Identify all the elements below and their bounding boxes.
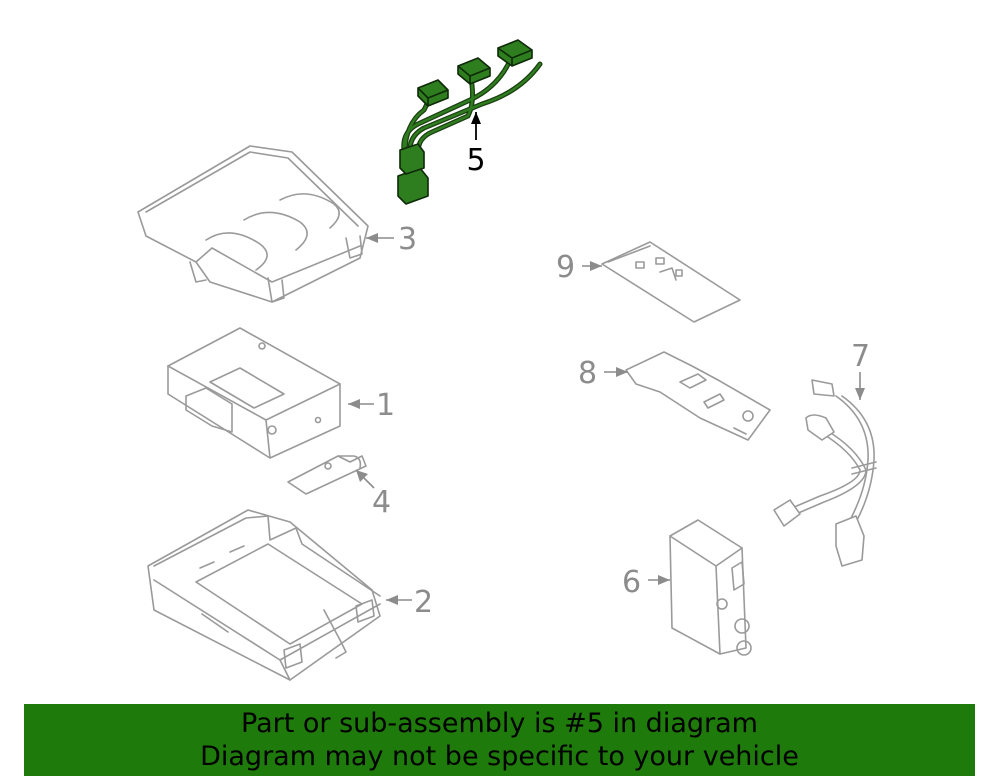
part-4-bracket[interactable] <box>287 455 367 495</box>
callout-6-label: 6 <box>622 565 641 600</box>
banner-line-2: Diagram may not be specific to your vehi… <box>200 741 799 772</box>
parts-diagram: 5 3 9 8 7 1 4 6 2 <box>137 39 877 681</box>
callout-2[interactable]: 2 <box>386 585 433 620</box>
part-3-cover[interactable] <box>137 145 369 303</box>
part-1-control-module[interactable] <box>167 327 341 459</box>
callout-7[interactable]: 7 <box>851 339 870 400</box>
callout-5[interactable]: 5 <box>466 112 486 178</box>
callout-9-label: 9 <box>556 250 575 285</box>
banner-line-1: Part or sub-assembly is #5 in diagram <box>241 708 758 739</box>
part-6-module[interactable] <box>669 519 752 656</box>
callout-8-label: 8 <box>578 356 597 391</box>
callout-3[interactable]: 3 <box>366 222 417 257</box>
callout-9[interactable]: 9 <box>556 250 602 285</box>
callout-1-label: 1 <box>376 388 395 423</box>
callout-8[interactable]: 8 <box>578 356 628 391</box>
part-9-label-plate[interactable] <box>601 241 741 323</box>
callout-5-label: 5 <box>466 143 485 178</box>
callout-7-label: 7 <box>851 339 870 374</box>
part-2-mounting-tray[interactable] <box>147 509 381 681</box>
part-5-wiring-harness[interactable] <box>397 39 543 205</box>
callout-6[interactable]: 6 <box>622 565 670 600</box>
info-banner: Part or sub-assembly is #5 in diagram Di… <box>24 704 975 776</box>
callout-2-label: 2 <box>414 585 433 620</box>
callout-4[interactable]: 4 <box>355 469 391 520</box>
callout-3-label: 3 <box>398 222 417 257</box>
part-8-bracket-plate[interactable] <box>625 351 771 441</box>
part-7-cable-harness[interactable] <box>773 379 877 567</box>
callout-4-label: 4 <box>372 485 391 520</box>
callout-1[interactable]: 1 <box>348 388 395 423</box>
